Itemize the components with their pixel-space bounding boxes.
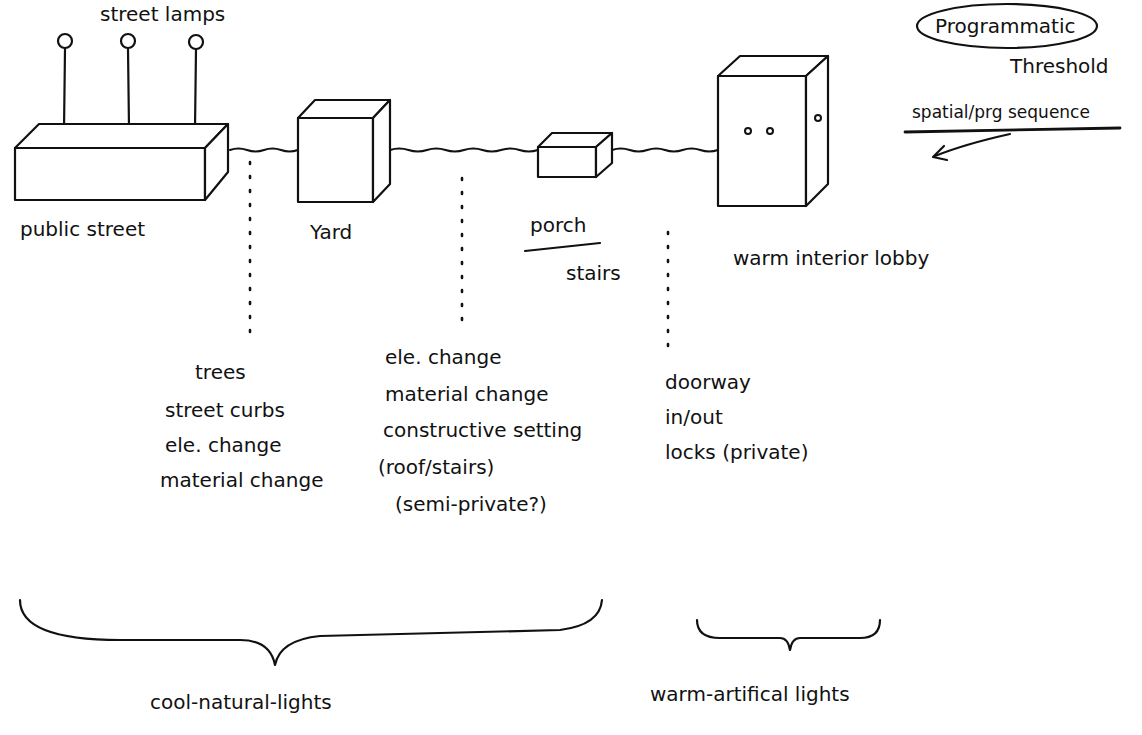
annotation-text: Threshold — [1010, 54, 1109, 78]
annotation-text: street lamps — [100, 2, 225, 26]
node-label: stairs — [566, 261, 621, 285]
wavy-connector — [230, 149, 298, 152]
brace — [697, 620, 880, 650]
annotation-text: doorway — [665, 370, 751, 394]
cube-outline — [15, 122, 230, 202]
wavy-connector — [390, 149, 538, 152]
brace — [20, 600, 602, 665]
arrow-curve — [935, 134, 1010, 156]
node-label: public street — [20, 217, 145, 241]
annotation-text: material change — [160, 468, 323, 492]
annotation-text: Programmatic — [935, 14, 1076, 38]
wavy-connector — [612, 149, 718, 152]
cube-outline — [298, 100, 390, 202]
underline — [905, 128, 1120, 132]
annotation-text: locks (private) — [665, 440, 808, 464]
annotation-text: cool-natural-lights — [150, 690, 332, 714]
annotation-text: in/out — [665, 405, 723, 429]
annotation-text: street curbs — [165, 398, 285, 422]
node-label: Yard — [310, 220, 352, 244]
street-lamps — [58, 34, 203, 130]
yard-cube: Yard — [298, 100, 390, 202]
annotation-text: ele. change — [385, 345, 501, 369]
cube-outline — [538, 133, 612, 177]
street-block: public street — [15, 122, 230, 202]
node-label: porch — [530, 213, 586, 237]
node-label: warm interior lobby — [733, 246, 929, 270]
porch-stairs-slash — [525, 243, 600, 251]
porch-box: porchstairs — [538, 133, 612, 177]
annotation-text: warm-artifical lights — [650, 682, 850, 706]
annotation-text: spatial/prg sequence — [912, 100, 1090, 124]
annotation-text: constructive setting — [383, 418, 582, 442]
annotation-text: trees — [195, 360, 246, 384]
annotation-text: ele. change — [165, 433, 281, 457]
circle-mark — [917, 4, 1097, 48]
annotation-text: material change — [385, 382, 548, 406]
annotation-text: (semi-private?) — [395, 492, 547, 516]
annotation-text: (roof/stairs) — [378, 455, 494, 479]
lobby-cube: warm interior lobby — [718, 56, 828, 206]
cube-outline — [718, 56, 828, 206]
arrow-head — [933, 146, 947, 160]
